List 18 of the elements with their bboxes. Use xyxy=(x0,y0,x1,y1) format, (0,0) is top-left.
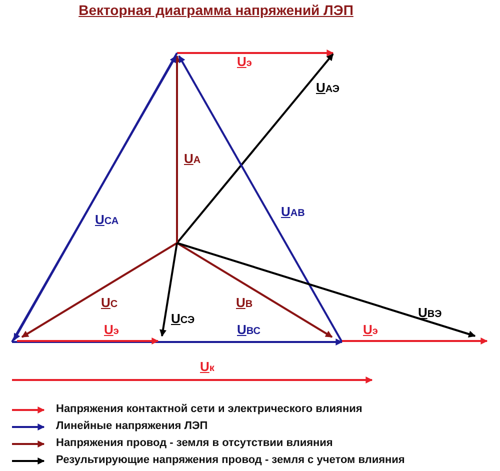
vector-label: Uэ xyxy=(104,324,119,338)
vector-label: UАЭ xyxy=(316,82,340,96)
vector-label: UВС xyxy=(237,324,260,338)
vector-label: UВЭ xyxy=(418,307,442,321)
diagram-title: Векторная диаграмма напряжений ЛЭП xyxy=(78,2,354,18)
vector-label: UА xyxy=(184,153,201,167)
vector-label: UСЭ xyxy=(171,313,195,327)
vector-label: Uэ xyxy=(237,56,252,70)
vector-label: UАВ xyxy=(281,206,305,220)
vector-label: Uэ xyxy=(363,324,378,338)
legend-label: Напряжения провод - земля в отсутствии влияния xyxy=(56,437,333,450)
legend-label: Результирующие напряжения провод - земля с учетом влияния xyxy=(56,454,405,467)
legend-label: Напряжения контактной сети и электрического влияния xyxy=(56,403,362,416)
vector-label: UСА xyxy=(95,214,119,228)
legend-label: Линейные напряжения ЛЭП xyxy=(56,420,208,433)
vector-label: UВ xyxy=(236,297,253,311)
vector-label: UС xyxy=(101,297,118,311)
vector-label: Uк xyxy=(200,361,214,375)
